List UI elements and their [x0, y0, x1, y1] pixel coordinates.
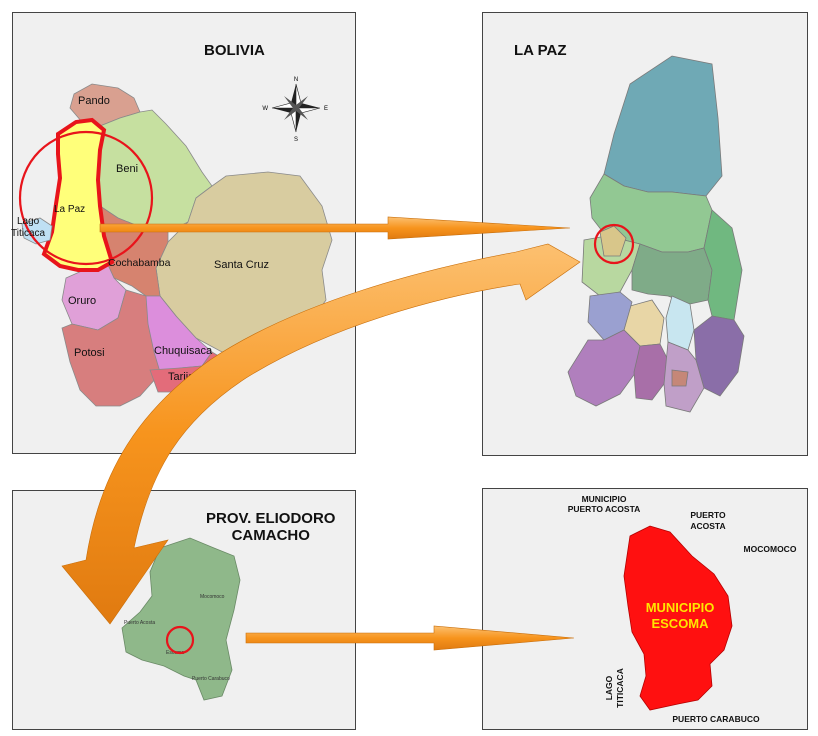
arrow-camacho-to-escoma	[245, 625, 575, 651]
la-paz-south-east	[693, 315, 745, 397]
label-potosi: Potosi	[74, 347, 105, 359]
la-paz-map	[567, 55, 745, 413]
camacho-label-mocomoco: Mocomoco	[200, 594, 225, 600]
label-oruro: Oruro	[68, 295, 96, 307]
label-chuquisaca: Chuquisaca	[154, 345, 213, 357]
label-pando: Pando	[78, 95, 110, 107]
lake-titicaca	[21, 217, 53, 245]
escoma-center-escoma: ESCOMA	[651, 616, 709, 631]
compass-n: N	[294, 77, 298, 83]
la-paz-south-4	[671, 369, 689, 387]
la-paz-north	[603, 55, 723, 197]
compass-rose-icon: N S E W	[262, 77, 328, 143]
camacho-title-line1: PROV. ELIODORO	[206, 510, 336, 527]
bolivia-map	[21, 83, 333, 407]
escoma-label-lago: LAGO	[604, 675, 614, 700]
escoma-label-acosta: ACOSTA	[690, 521, 725, 531]
camacho-title: PROV. ELIODORO CAMACHO	[206, 510, 335, 545]
la-paz-center	[631, 243, 713, 305]
camacho-highlight-circle	[165, 625, 195, 655]
region-la-paz	[41, 117, 115, 272]
camacho-province	[121, 537, 241, 701]
escoma-label-municipio: MUNICIPIO	[582, 494, 627, 504]
compass-s: S	[294, 137, 298, 143]
camacho-title-line2: CAMACHO	[231, 527, 310, 545]
compass-e: E	[324, 106, 328, 112]
la-paz-highlight-circle	[593, 223, 635, 265]
escoma-map: MUNICIPIO PUERTO ACOSTA PUERTO ACOSTA MO…	[568, 494, 797, 724]
label-titicaca: Titicaca	[11, 228, 46, 239]
arrow-la-paz-to-camacho	[61, 243, 581, 625]
camacho-label-puerto-acosta: Puerto Acosta	[124, 620, 155, 626]
escoma-municipality	[623, 525, 733, 711]
la-paz-south-2	[633, 343, 669, 401]
escoma-label-mocomoco: MOCOMOCO	[744, 544, 797, 554]
compass-w: W	[262, 106, 268, 112]
la-paz-title: LA PAZ	[514, 42, 567, 59]
escoma-label-puerto-carabuco: PUERTO CARABUCO	[672, 714, 760, 724]
arrow-bolivia-to-la-paz	[99, 216, 571, 240]
bolivia-title: BOLIVIA	[204, 42, 265, 59]
bolivia-highlight-circle	[18, 130, 154, 266]
camacho-label-puerto-carabuco: Puerto Carabuco	[192, 676, 230, 682]
label-la-paz: La Paz	[54, 204, 85, 215]
escoma-label-puerto: PUERTO	[690, 510, 726, 520]
escoma-center-municipio: MUNICIPIO	[646, 600, 715, 615]
label-beni: Beni	[116, 163, 138, 175]
escoma-label-titicaca: TITICACA	[615, 668, 625, 708]
la-paz-province-camacho	[599, 225, 627, 257]
label-cochabamba: Cochabamba	[108, 257, 171, 269]
escoma-label-puerto-acosta-municipio: PUERTO ACOSTA	[568, 504, 641, 514]
la-paz-south-1	[567, 329, 641, 407]
la-paz-inner-1	[665, 295, 695, 351]
label-santa-cruz: Santa Cruz	[214, 259, 269, 271]
label-lago: Lago	[17, 216, 40, 227]
